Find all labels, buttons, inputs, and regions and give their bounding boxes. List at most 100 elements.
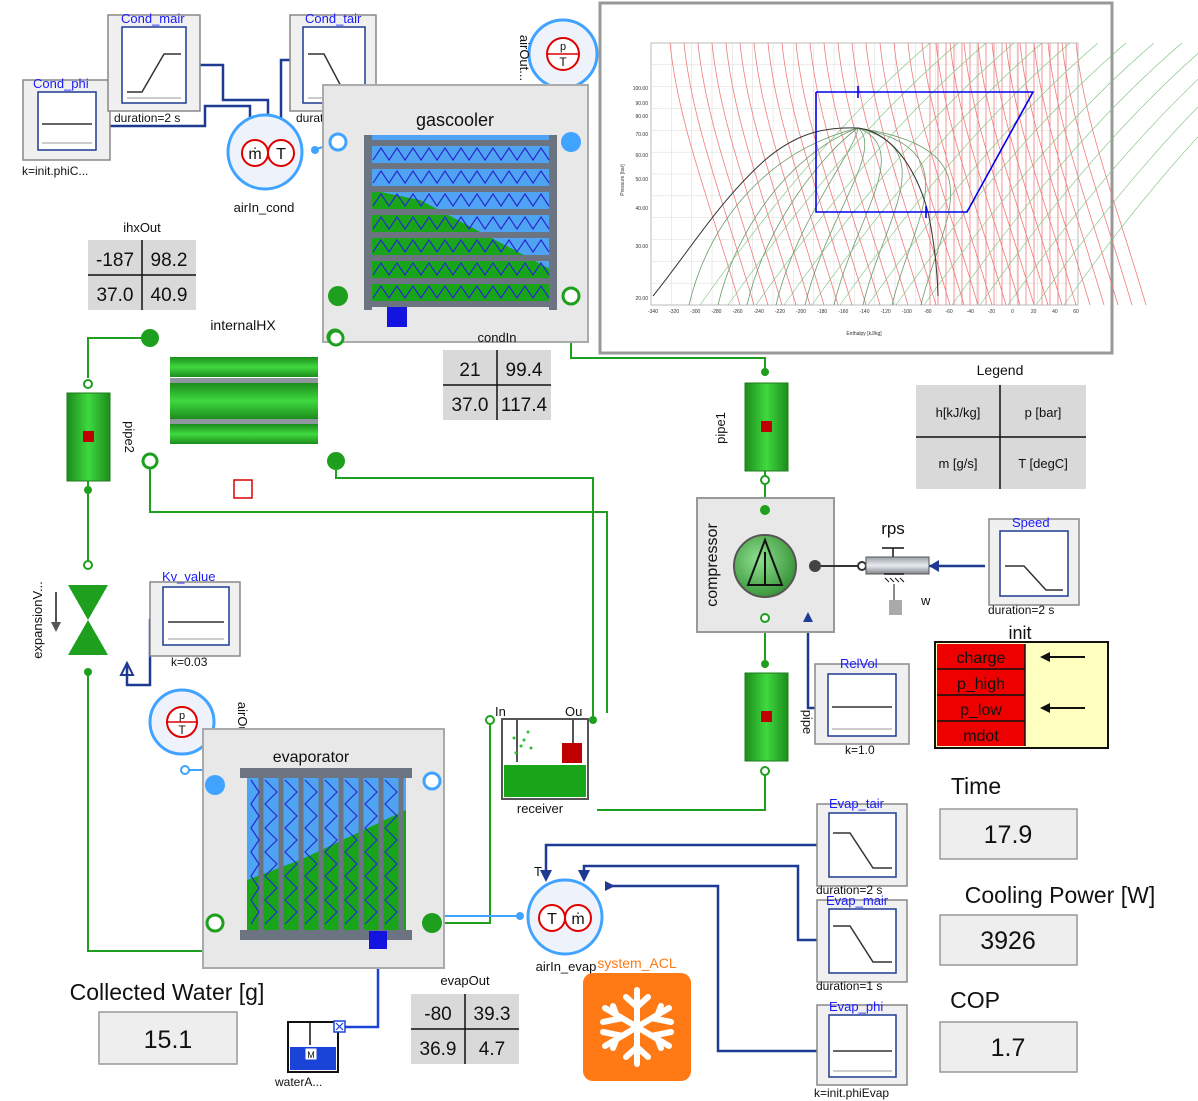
relvol-block[interactable]: RelVol k=1.0 — [803, 612, 909, 757]
ph-x-axis-label: Enthalpy [kJ/kg] — [846, 331, 882, 337]
collected-water-display: Collected Water [g] 15.1 — [70, 979, 265, 1064]
evaporator-block[interactable]: evaporator — [203, 729, 444, 968]
ph-y-tick: 50.00 — [635, 177, 648, 183]
internal-hx-label: internalHX — [210, 317, 276, 333]
ph-y-tick: 100.00 — [633, 86, 649, 92]
gascooler-block[interactable]: gascooler — [323, 85, 588, 344]
cop-value: 1.7 — [991, 1034, 1026, 1062]
init-panel[interactable]: init charge p_high p_low mdot — [935, 623, 1108, 748]
ph-diagram-panel: 100.0090.0080.0070.0060.0050.0040.0030.0… — [600, 3, 1198, 353]
rps-speed-source[interactable]: rps w — [866, 519, 939, 615]
cond-mair-block[interactable]: Cond_mair duration=2 s — [108, 11, 200, 125]
cond-in-label: condIn — [477, 330, 516, 345]
collected-water-label: Collected Water [g] — [70, 979, 265, 1005]
airout-top-label: airOut... — [517, 35, 532, 81]
ph-x-tick: 20 — [1031, 309, 1037, 315]
mass-flow-symbol: ṁ — [571, 911, 584, 928]
temperature-symbol: T — [178, 723, 186, 737]
ph-y-tick: 20.00 — [635, 296, 648, 302]
legend-title: Legend — [977, 362, 1024, 378]
water-m-symbol: M — [307, 1050, 315, 1060]
evap-mair-label: Evap_mair — [826, 893, 889, 908]
evap-mair-block[interactable]: Evap_mair duration=1 s — [816, 893, 907, 993]
system-acl-block[interactable]: system_ACL — [583, 955, 691, 1081]
cooling-power-label: Cooling Power [W] — [965, 882, 1155, 908]
ihx-h-value: -187 — [96, 250, 134, 271]
pipe2-label: pipe2 — [122, 421, 137, 453]
ph-x-tick: 0 — [1011, 309, 1014, 315]
ihx-out-label: ihxOut — [123, 220, 161, 235]
receiver-block[interactable]: In Ou receiver — [486, 704, 597, 816]
evap-tair-block[interactable]: Evap_tair duration=2 s — [816, 796, 907, 897]
temperature-symbol: T — [547, 911, 557, 928]
ph-x-tick: -40 — [967, 309, 974, 315]
ph-x-tick: -200 — [796, 309, 806, 315]
evaporator-label: evaporator — [273, 749, 350, 766]
pressure-symbol: p — [560, 41, 566, 53]
ihx-t-value: 40.9 — [151, 285, 188, 306]
ph-x-tick: -320 — [669, 309, 679, 315]
ph-y-tick: 70.00 — [635, 132, 648, 138]
init-item-charge: charge — [957, 650, 1006, 667]
water-label: waterA... — [274, 1075, 322, 1089]
cooling-power-value: 3926 — [980, 927, 1036, 955]
cond-in-m-value: 37.0 — [452, 395, 489, 416]
cop-display: COP 1.7 — [940, 987, 1077, 1072]
evap-phi-block[interactable]: Evap_phi k=init.phiEvap — [814, 999, 907, 1100]
internal-hx-block[interactable]: internalHX — [141, 317, 345, 498]
cooling-power-display: Cooling Power [W] 3926 — [940, 882, 1155, 965]
ph-x-tick: -340 — [648, 309, 658, 315]
kv-value-param: k=0.03 — [171, 655, 208, 669]
ph-x-tick: -300 — [690, 309, 700, 315]
ph-x-tick: 40 — [1052, 309, 1058, 315]
kv-value-label: Kv_value — [162, 569, 215, 584]
evap-out-t-value: 4.7 — [479, 1039, 505, 1060]
pipe3-block[interactable]: pipe — [745, 660, 815, 775]
airin-cond-source[interactable]: ṁ T airIn_cond — [228, 115, 319, 215]
expansion-label: expansionV... — [30, 581, 45, 659]
evap-tair-label: Evap_tair — [829, 796, 885, 811]
kv-value-block[interactable]: Kv_value k=0.03 — [150, 569, 240, 669]
ph-x-tick: -100 — [902, 309, 912, 315]
pipe1-label: pipe1 — [713, 412, 728, 444]
cond-tair-label: Cond_tair — [305, 11, 362, 26]
time-label: Time — [951, 773, 1001, 799]
init-label: init — [1008, 623, 1031, 643]
water-tank-block[interactable]: M waterA... — [274, 1021, 345, 1089]
ph-y-axis-label: Pressure [bar] — [620, 164, 626, 196]
speed-block[interactable]: Speed duration=2 s — [988, 515, 1079, 617]
gascooler-label: gascooler — [416, 110, 494, 130]
ph-y-tick: 30.00 — [635, 244, 648, 250]
init-item-p-low: p_low — [960, 702, 1002, 719]
ph-y-tick: 90.00 — [635, 101, 648, 107]
ph-y-tick: 60.00 — [635, 153, 648, 159]
rps-label: rps — [881, 519, 905, 538]
expansion-valve[interactable]: expansionV... — [30, 561, 133, 676]
ph-y-tick: 40.00 — [635, 206, 648, 212]
ph-x-tick: -120 — [881, 309, 891, 315]
w-label: w — [920, 593, 931, 608]
cond-in-p-value: 99.4 — [506, 360, 543, 381]
evap-out-display: evapOut -80 39.3 36.9 4.7 — [411, 973, 519, 1064]
legend-table: Legend h[kJ/kg] p [bar] m [g/s] T [degC] — [916, 362, 1086, 489]
ph-x-tick: -20 — [988, 309, 995, 315]
evap-out-h-value: -80 — [424, 1004, 451, 1025]
relvol-label: RelVol — [840, 656, 878, 671]
ihx-out-display: ihxOut -187 98.2 37.0 40.9 — [88, 220, 196, 310]
cond-phi-block[interactable]: Cond_phi k=init.phiC... — [22, 76, 110, 178]
receiver-out-label: Ou — [565, 704, 582, 719]
cond-phi-label: Cond_phi — [33, 76, 89, 91]
pipe2-block[interactable]: pipe2 — [67, 380, 137, 494]
ihx-p-value: 98.2 — [151, 250, 188, 271]
evap-out-p-value: 39.3 — [474, 1004, 511, 1025]
ph-x-tick: -240 — [754, 309, 764, 315]
pipe1-block[interactable]: pipe1 — [713, 368, 788, 484]
ph-x-tick: -280 — [711, 309, 721, 315]
cond-mair-param: duration=2 s — [114, 111, 180, 125]
legend-p: p [bar] — [1025, 405, 1062, 420]
ph-x-tick: -80 — [924, 309, 931, 315]
time-display: Time 17.9 — [940, 773, 1077, 859]
relvol-param: k=1.0 — [845, 743, 875, 757]
compressor-block[interactable]: compressor — [697, 498, 866, 632]
